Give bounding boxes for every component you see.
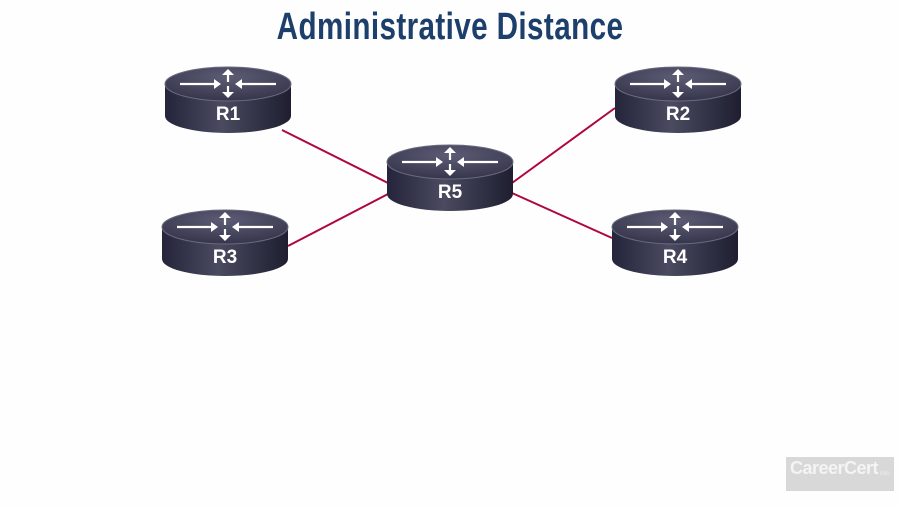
router-top bbox=[161, 209, 289, 245]
router-label: R5 bbox=[438, 182, 463, 203]
router-r1[interactable]: R1 bbox=[164, 66, 292, 133]
router-top bbox=[164, 66, 292, 102]
careercert-watermark-logo: CareerCert info bbox=[786, 457, 894, 491]
router-arrows-icon bbox=[627, 212, 723, 241]
link-r1-r5 bbox=[281, 129, 389, 184]
router-label: R1 bbox=[216, 104, 241, 125]
router-arrows-icon bbox=[177, 212, 273, 241]
router-label: R2 bbox=[666, 104, 690, 125]
router-r4[interactable]: R4 bbox=[611, 209, 739, 276]
page-title: Administrative Distance bbox=[276, 6, 624, 48]
router-top bbox=[614, 66, 742, 102]
router-arrows-icon bbox=[402, 147, 498, 176]
watermark-suffix: info bbox=[880, 471, 890, 477]
watermark-brand: CareerCert bbox=[790, 458, 879, 478]
link-r4-r5 bbox=[511, 192, 613, 239]
router-r3[interactable]: R3 bbox=[161, 209, 289, 276]
link-r3-r5 bbox=[287, 193, 389, 247]
router-top bbox=[386, 144, 514, 180]
router-arrows-icon bbox=[180, 69, 276, 98]
router-r5[interactable]: R5 bbox=[386, 144, 514, 211]
router-r2[interactable]: R2 bbox=[614, 66, 742, 133]
link-r2-r5 bbox=[511, 107, 616, 184]
router-arrows-icon bbox=[630, 69, 726, 98]
router-label: R4 bbox=[663, 247, 688, 268]
router-top bbox=[611, 209, 739, 245]
router-label: R3 bbox=[213, 247, 237, 268]
